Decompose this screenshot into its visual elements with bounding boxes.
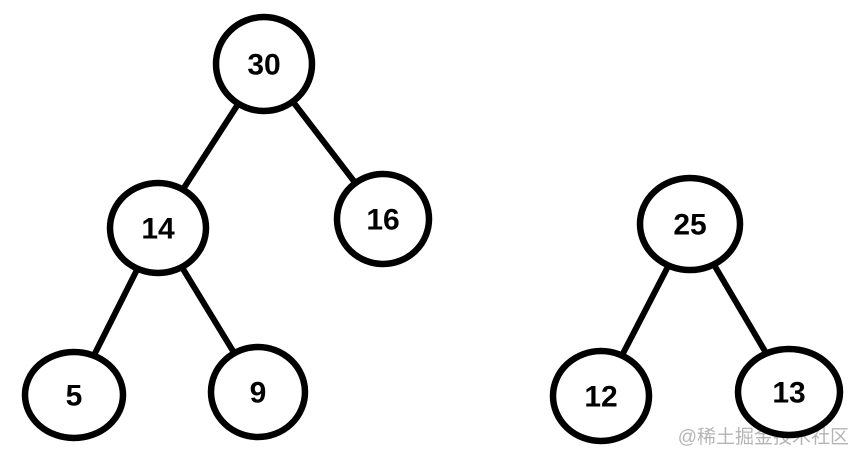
node-circle <box>734 345 844 439</box>
tree-node-5: 5 <box>21 348 127 442</box>
node-value-label: 9 <box>250 377 267 410</box>
node-value-label: 16 <box>366 204 399 237</box>
tree-node-30: 30 <box>212 13 316 115</box>
node-circle <box>207 343 309 441</box>
tree-node-16: 16 <box>333 170 433 268</box>
tree-node-9: 9 <box>207 343 309 441</box>
node-value-label: 5 <box>66 380 83 413</box>
node-circle <box>333 170 433 268</box>
node-circle <box>549 347 653 445</box>
node-circle <box>106 179 210 277</box>
node-value-label: 14 <box>141 213 175 246</box>
tree-node-13: 13 <box>734 345 844 439</box>
tree-node-14: 14 <box>106 179 210 277</box>
trees-layer: 30 14 16 5 9 25 12 13 <box>21 13 844 445</box>
node-circle <box>21 348 127 442</box>
node-value-label: 30 <box>247 49 280 82</box>
node-circle <box>636 174 744 274</box>
tree-node-25: 25 <box>636 174 744 274</box>
node-value-label: 12 <box>584 381 617 414</box>
node-circle <box>212 13 316 115</box>
node-value-label: 13 <box>772 377 805 410</box>
tree-node-12: 12 <box>549 347 653 445</box>
node-value-label: 25 <box>673 209 706 242</box>
right-tree: 25 12 13 <box>549 174 844 445</box>
left-tree: 30 14 16 5 9 <box>21 13 433 442</box>
